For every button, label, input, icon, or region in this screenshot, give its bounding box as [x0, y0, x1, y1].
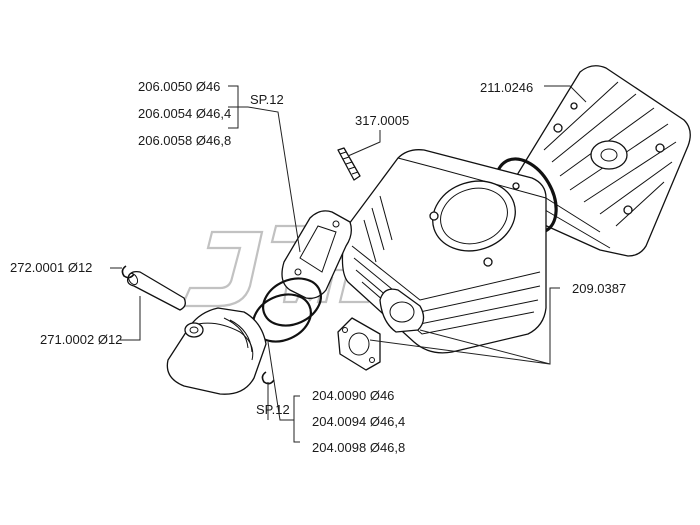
label-ring-46: 204.0090 Ø46: [312, 388, 394, 403]
exhaust-gasket: [337, 317, 381, 371]
callout-labels: 211.0246 317.0005 206.0050 Ø46 206.0054 …: [10, 79, 626, 455]
stud-bolt: [337, 147, 361, 181]
label-piston-pin: 271.0002 Ø12: [40, 332, 122, 347]
base-gasket: [281, 210, 352, 299]
piston: [166, 307, 267, 395]
label-base-gasket-46: 206.0050 Ø46: [138, 79, 220, 94]
label-cylinder-kit: 209.0387: [572, 281, 626, 296]
pin-clip-lower: [261, 371, 275, 385]
piston-pin: [126, 270, 186, 311]
label-ring-thickness: SP.12: [256, 402, 290, 417]
cylinder: [341, 149, 547, 354]
leader-lines: [110, 85, 587, 443]
label-gasket-thickness: SP.12: [250, 92, 284, 107]
label-cylinder-head: 211.0246: [480, 80, 533, 95]
label-stud: 317.0005: [355, 113, 409, 128]
pin-clip-upper: [121, 265, 135, 279]
label-base-gasket-46-4: 206.0054 Ø46,4: [138, 106, 231, 121]
label-ring-46-4: 204.0094 Ø46,4: [312, 414, 405, 429]
label-ring-46-8: 204.0098 Ø46,8: [312, 440, 405, 455]
label-piston-clip: 272.0001 Ø12: [10, 260, 92, 275]
label-base-gasket-46-8: 206.0058 Ø46,8: [138, 133, 231, 148]
